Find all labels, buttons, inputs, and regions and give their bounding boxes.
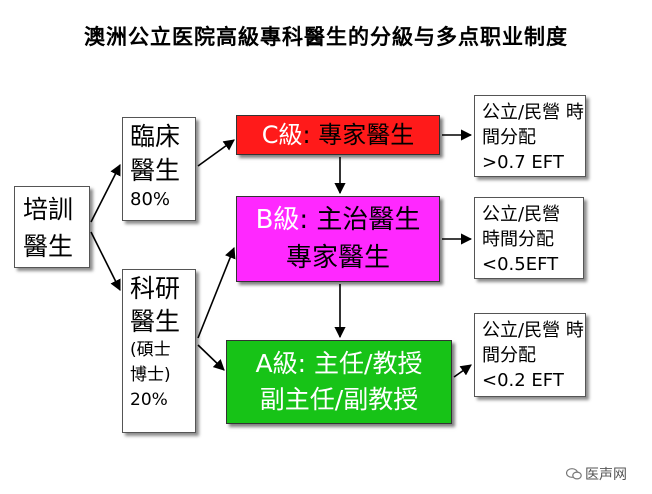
clinical-line2: 醫生 (130, 156, 181, 185)
page-title: 澳洲公立医院高級專科醫生的分級与多点职业制度 (84, 25, 568, 49)
side-box-a: 公立/民營 時間分配 <0.2 EFT (474, 313, 586, 397)
arrow-training-to-clinical (90, 164, 121, 223)
side-box-b: 公立/民營 時間分配 <0.5EFT (474, 197, 584, 279)
grade-a-line2: 副主任/副教授 (259, 385, 419, 414)
research-line2: 醫生 (130, 307, 181, 336)
arrow-a-to-side (453, 364, 472, 378)
side-box-c: 公立/民營 時間分配 >0.7 EFT (474, 95, 586, 177)
grade-b-line2: 專家醫生 (285, 243, 390, 273)
clinical-line1: 臨床 (130, 122, 181, 151)
side-c-line2: 時間分配 (482, 102, 584, 148)
side-c-line3: >0.7 EFT (482, 152, 564, 173)
research-doctor-box: 科研 醫生 (碩士 博士) 20% (122, 269, 196, 433)
grade-a-line1: A級: 主任/教授 (255, 349, 423, 378)
research-percent: 20% (130, 390, 168, 410)
clinical-doctor-box: 臨床 醫生 80% (122, 117, 196, 221)
side-b-line3: <0.5EFT (482, 254, 559, 275)
side-b-line1: 公立/民營 (482, 204, 561, 225)
clinical-percent: 80% (130, 189, 171, 210)
wechat-icon (566, 468, 582, 480)
watermark: 医声网 (566, 464, 627, 484)
grade-b-label: : 主治醫生 (299, 205, 421, 235)
grade-a-box: A級: 主任/教授 副主任/副教授 (226, 340, 452, 424)
side-b-line2: 時間分配 (482, 229, 554, 250)
side-a-line1: 公立/民營 (482, 320, 561, 341)
grade-c-tag: C級 (261, 121, 303, 149)
arrow-research-to-b (197, 246, 236, 339)
training-line2: 醫生 (23, 232, 74, 261)
grade-c-box: C級: 專家醫生 (236, 115, 440, 155)
research-line1: 科研 (130, 274, 181, 303)
arrow-research-to-a (197, 344, 225, 371)
research-line3: (碩士 (130, 340, 171, 360)
grade-b-box: B級: 主治醫生 專家醫生 (236, 196, 440, 282)
training-line1: 培訓 (23, 195, 74, 224)
research-line4: 博士) (130, 365, 171, 385)
arrow-training-to-research (90, 231, 121, 292)
arrow-clinical-to-c (197, 139, 235, 167)
watermark-text: 医声网 (585, 467, 627, 483)
grade-b-tag: B級 (255, 205, 300, 235)
side-a-line2: 時間分配 (482, 320, 584, 366)
grade-c-label: : 專家醫生 (302, 121, 415, 149)
training-doctor-box: 培訓 醫生 (14, 186, 90, 268)
side-a-line3: <0.2 EFT (482, 370, 564, 391)
side-c-line1: 公立/民營 (482, 102, 561, 123)
